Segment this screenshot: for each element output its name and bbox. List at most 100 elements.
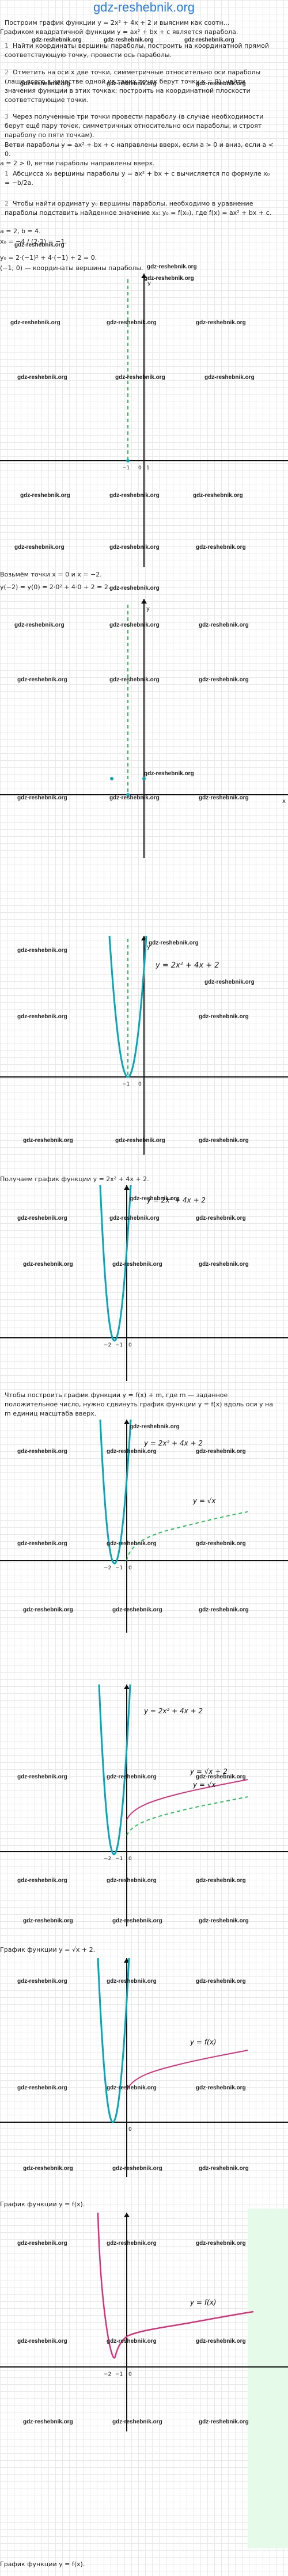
points-value: y(−2) = y(0) = 2·0² + 4·0 + 2 = 2. bbox=[0, 583, 111, 591]
watermark: gdz-reshebnik.org bbox=[115, 374, 165, 381]
watermark: gdz-reshebnik.org bbox=[17, 2085, 67, 2091]
graph-caption-3: График функции y = f(x). bbox=[0, 2201, 85, 2208]
watermark: gdz-reshebnik.org bbox=[17, 1978, 67, 1985]
watermark: gdz-reshebnik.org bbox=[193, 492, 243, 499]
shift-rule: Чтобы построить график функции y = f(x) … bbox=[5, 1391, 275, 1418]
site-title[interactable]: gdz-reshebnik.org bbox=[93, 0, 195, 14]
tick-minus-one: −1 bbox=[115, 2372, 123, 2377]
watermark: gdz-reshebnik.org bbox=[17, 1448, 67, 1455]
watermark: gdz-reshebnik.org bbox=[199, 622, 249, 628]
watermark: gdz-reshebnik.org bbox=[107, 320, 157, 326]
watermark: gdz-reshebnik.org bbox=[196, 1215, 246, 1221]
watermark: gdz-reshebnik.org bbox=[23, 2419, 73, 2425]
tick-minus-one: −1 bbox=[115, 1856, 123, 1862]
watermark: gdz-reshebnik.org bbox=[17, 374, 67, 381]
watermark: gdz-reshebnik.org bbox=[112, 1607, 162, 1613]
graph-final: y = f(x) −2 −1 0 bbox=[0, 2212, 288, 2431]
point-at-zero bbox=[142, 777, 146, 780]
watermark: gdz-reshebnik.org bbox=[109, 795, 160, 801]
f-label: y = f(x) bbox=[190, 2298, 216, 2306]
graph-vertex-axis: y −1 0 1 bbox=[0, 274, 288, 567]
origin-label: 0 bbox=[128, 1342, 132, 1348]
rule-text: Чтобы построить график функции y = f(x) … bbox=[5, 1391, 274, 1417]
watermark: gdz-reshebnik.org bbox=[107, 1448, 157, 1455]
watermark: gdz-reshebnik.org bbox=[112, 2165, 162, 2172]
y-label: y bbox=[147, 944, 150, 950]
shifted-label: y = √x + 2 bbox=[190, 1767, 228, 1775]
watermark: gdz-reshebnik.org bbox=[196, 1541, 246, 1547]
watermark: gdz-reshebnik.org bbox=[14, 622, 65, 628]
watermark: gdz-reshebnik.org bbox=[196, 81, 246, 87]
watermark: gdz-reshebnik.org bbox=[196, 544, 246, 551]
tick-minus-two: −2 bbox=[104, 1856, 111, 1862]
step-text: Чтобы найти ординату y₀ вершины параболы… bbox=[5, 200, 272, 217]
watermark: gdz-reshebnik.org bbox=[107, 81, 157, 87]
watermark: gdz-reshebnik.org bbox=[23, 2165, 73, 2172]
graph-caption-1: Получаем график функции y = 2x² + 4x + 2… bbox=[0, 1175, 149, 1183]
watermark: gdz-reshebnik.org bbox=[17, 2338, 67, 2344]
step-number: 1 bbox=[5, 42, 9, 50]
watermark: gdz-reshebnik.org bbox=[10, 320, 60, 326]
sqrt-curve bbox=[126, 1796, 248, 1836]
watermark: gdz-reshebnik.org bbox=[17, 677, 67, 683]
pick-points: Возьмём точки x = 0 и x = −2. bbox=[0, 571, 102, 578]
shifted-curve bbox=[126, 2050, 248, 2091]
watermark: gdz-reshebnik.org bbox=[109, 1215, 160, 1221]
tick-minus-one: −1 bbox=[115, 1342, 123, 1348]
watermark: gdz-reshebnik.org bbox=[17, 1215, 67, 1221]
sqrt-curve bbox=[126, 1511, 248, 1561]
watermark: gdz-reshebnik.org bbox=[130, 1196, 180, 1202]
tick-minus-two: −2 bbox=[104, 2372, 111, 2377]
watermark: gdz-reshebnik.org bbox=[104, 37, 154, 43]
tick-minus-two: −2 bbox=[104, 1565, 111, 1571]
watermark: gdz-reshebnik.org bbox=[199, 1607, 249, 1613]
y-arrow-icon bbox=[141, 599, 147, 604]
tick-minus-one: −1 bbox=[115, 1565, 123, 1571]
graph-parabola: y = 2x² + 4x + 2 y −1 0 bbox=[0, 935, 288, 1155]
tick-minus-one: −1 bbox=[122, 465, 130, 471]
watermark: gdz-reshebnik.org bbox=[107, 1541, 157, 1547]
formula-label: y = 2x² + 4x + 2 bbox=[155, 961, 219, 970]
watermark: gdz-reshebnik.org bbox=[199, 677, 249, 683]
y-arrow-icon bbox=[141, 274, 147, 278]
step-number: 1 bbox=[5, 170, 9, 177]
watermark: gdz-reshebnik.org bbox=[199, 2165, 249, 2172]
watermark: gdz-reshebnik.org bbox=[14, 544, 65, 551]
y0-calc: y₀ = 2·(−1)² + 4·(−1) + 2 = 0. bbox=[0, 254, 97, 261]
point-at-minus-two bbox=[110, 777, 113, 780]
watermark: gdz-reshebnik.org bbox=[107, 2085, 157, 2091]
rule-text: Ветви параболы y = ax² + bx + c направле… bbox=[5, 141, 274, 158]
parabola-curve bbox=[99, 1185, 132, 1342]
y-label: y bbox=[147, 280, 151, 287]
graph-three-points: y x bbox=[0, 599, 288, 858]
coefficients: a = 2, b = 4. bbox=[0, 227, 41, 235]
a-positive: a = 2 > 0, ветви параболы направлены вве… bbox=[0, 160, 155, 167]
watermark: gdz-reshebnik.org bbox=[199, 1261, 249, 1268]
watermark: gdz-reshebnik.org bbox=[147, 264, 197, 270]
watermark: gdz-reshebnik.org bbox=[17, 1774, 67, 1780]
watermark: gdz-reshebnik.org bbox=[107, 1774, 157, 1780]
origin-label: 0 bbox=[128, 2372, 132, 2377]
parabola-curve bbox=[98, 1684, 131, 1856]
tick-one: 1 bbox=[146, 465, 150, 471]
x-label: x bbox=[282, 798, 286, 805]
watermark: gdz-reshebnik.org bbox=[109, 622, 160, 628]
y-label: y bbox=[146, 606, 150, 612]
y-arrow-icon bbox=[124, 1420, 130, 1424]
parabola-curve bbox=[99, 1419, 132, 1565]
step-number: 3 bbox=[5, 113, 9, 120]
watermark: gdz-reshebnik.org bbox=[196, 320, 246, 326]
y-arrow-icon bbox=[124, 1685, 130, 1689]
sqrt-label: y = √x bbox=[192, 1781, 216, 1789]
watermark: gdz-reshebnik.org bbox=[112, 1918, 162, 1924]
origin-label: 0 bbox=[128, 1565, 132, 1571]
watermark: gdz-reshebnik.org bbox=[107, 2338, 157, 2344]
watermark: gdz-reshebnik.org bbox=[196, 1774, 246, 1780]
watermark: gdz-reshebnik.org bbox=[130, 1424, 180, 1430]
x0-calc: x₀ = −4 / (2·2) = −1. bbox=[0, 238, 67, 245]
origin-label: 0 bbox=[128, 2127, 132, 2133]
watermark: gdz-reshebnik.org bbox=[199, 1918, 249, 1924]
formula-label: y = 2x² + 4x + 2 bbox=[143, 1707, 203, 1715]
watermark: gdz-reshebnik.org bbox=[196, 1978, 246, 1985]
step-text: Абсцисса x₀ вершины параболы y = ax² + b… bbox=[5, 170, 270, 187]
